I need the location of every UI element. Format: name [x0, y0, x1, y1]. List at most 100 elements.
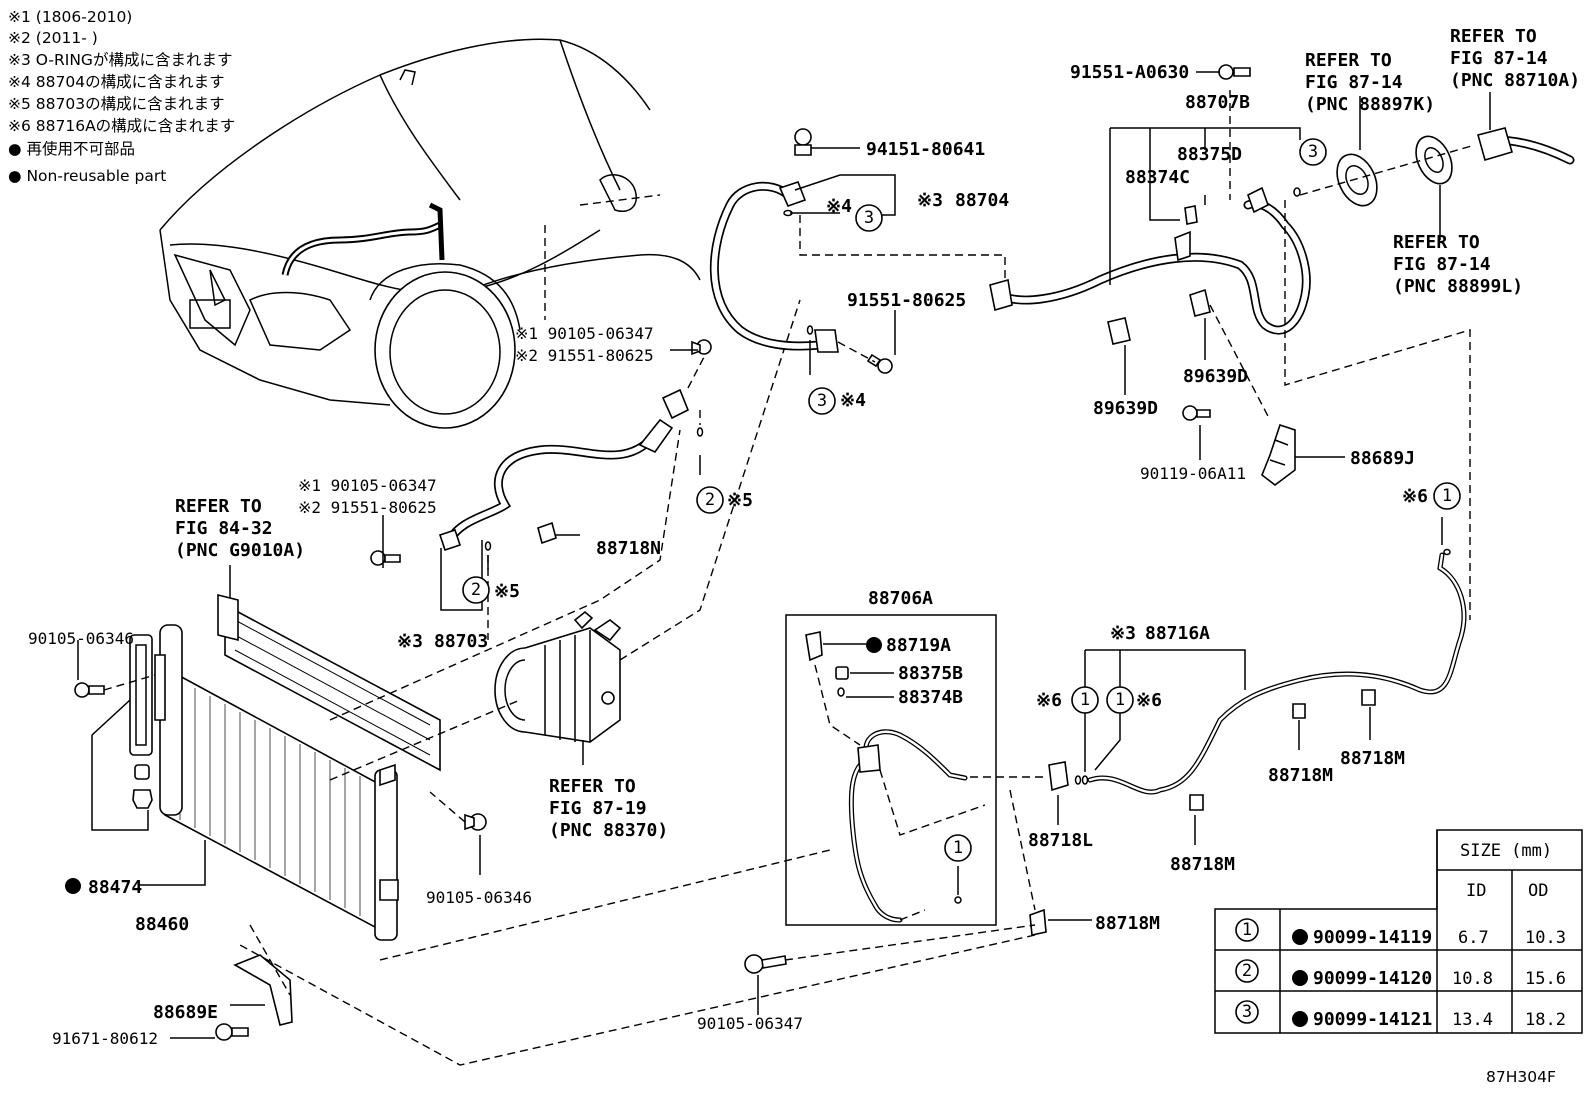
note-1: ※1 (1806-2010) — [8, 8, 132, 26]
size-row-1-id: 6.7 — [1458, 928, 1489, 948]
size-row-2-od: 15.6 — [1525, 969, 1566, 989]
svg-text:1: 1 — [953, 838, 963, 858]
label-refer-88897K-2: FIG 87-14 — [1305, 72, 1403, 93]
label-s5-a: ※5 — [727, 490, 753, 511]
label-94151-80641: 94151-80641 — [866, 139, 985, 160]
label-refer-88710A-1: REFER TO — [1450, 26, 1537, 47]
label-s2-91551-80625-b: ※2 91551-80625 — [298, 498, 437, 517]
svg-text:3: 3 — [1308, 142, 1318, 162]
label-88375D: 88375D — [1177, 144, 1242, 165]
refer-parts-upper-right — [1299, 127, 1575, 207]
part-labels: 91551-A0630 88707B 88375D 88374C REFER T… — [28, 26, 1580, 1086]
label-s5-b: ※5 — [494, 581, 520, 602]
non-reusable-dot-icon — [1292, 970, 1308, 986]
size-row-1-ref: 1 — [1242, 920, 1252, 940]
bolt-90105-06347-bottom — [744, 954, 787, 974]
non-reusable-dot-icon — [866, 637, 882, 653]
label-88718M-d: 88718M — [1095, 913, 1160, 934]
non-reusable-dot-icon — [1292, 1011, 1308, 1027]
hose-88703 — [370, 339, 712, 566]
size-row-3-part: 90099-14121 — [1313, 1009, 1432, 1030]
label-88706A: 88706A — [868, 588, 933, 609]
label-refer-88710A-2: FIG 87-14 — [1450, 48, 1548, 69]
label-88375B: 88375B — [898, 663, 963, 684]
bracket-88689J — [1261, 423, 1296, 487]
label-refer-88897K-1: REFER TO — [1305, 50, 1392, 71]
label-88703: 88703 — [434, 631, 488, 652]
label-90105-06347-c: 90105-06347 — [697, 1014, 803, 1033]
svg-text:3: 3 — [864, 208, 874, 228]
label-88718M-c: 88718M — [1170, 854, 1235, 875]
label-88704: 88704 — [955, 190, 1009, 211]
size-row-2-id: 10.8 — [1452, 969, 1493, 989]
condenser-88460 — [74, 593, 487, 1041]
label-refer-G9010A-3: (PNC G9010A) — [175, 540, 305, 561]
label-s3-88703: ※3 — [397, 631, 423, 652]
label-88718L: 88718L — [1028, 830, 1093, 851]
label-90105-06346-b: 90105-06346 — [426, 888, 532, 907]
label-refer-88370-3: (PNC 88370) — [549, 820, 668, 841]
label-refer-88370-2: FIG 87-19 — [549, 798, 647, 819]
svg-text:3: 3 — [817, 391, 827, 411]
label-91551-80625: 91551-80625 — [847, 290, 966, 311]
svg-text:1: 1 — [1115, 690, 1125, 710]
size-row-2-ref: 2 — [1242, 961, 1252, 981]
label-91671-80612: 91671-80612 — [52, 1029, 158, 1048]
label-89639D-a: 89639D — [1093, 398, 1158, 419]
label-88719A: 88719A — [886, 635, 951, 656]
size-table-col-od: OD — [1528, 881, 1548, 901]
label-88718M-a: 88718M — [1268, 765, 1333, 786]
label-s3-88716A: ※3 — [1110, 623, 1136, 644]
size-row-2-part: 90099-14120 — [1313, 968, 1432, 989]
label-88374C: 88374C — [1125, 167, 1190, 188]
svg-text:2: 2 — [705, 490, 715, 510]
label-s1-90105-06347-a: ※1 90105-06347 — [515, 324, 654, 343]
svg-text:1: 1 — [1080, 690, 1090, 710]
size-row-3-od: 18.2 — [1525, 1010, 1566, 1030]
note-7: ● 再使用不可部品 — [8, 140, 135, 158]
box-88706A — [785, 614, 997, 926]
svg-text:2: 2 — [471, 580, 481, 600]
note-5: ※5 88703の構成に含まれます — [8, 95, 225, 113]
non-reusable-dot-icon — [65, 878, 81, 894]
label-88689J: 88689J — [1350, 448, 1415, 469]
label-88718M-b: 88718M — [1340, 748, 1405, 769]
label-refer-88899L-3: (PNC 88899L) — [1393, 276, 1523, 297]
pipe-88707B — [989, 64, 1311, 421]
size-table-col-id: ID — [1466, 881, 1486, 901]
note-2: ※2 (2011- ) — [8, 29, 98, 47]
note-6: ※6 88716Aの構成に含まれます — [8, 117, 235, 135]
hose-88704 — [709, 128, 893, 374]
size-row-1-od: 10.3 — [1525, 928, 1566, 948]
pipe-88716A — [1029, 548, 1467, 936]
label-90119-06A11: 90119-06A11 — [1140, 464, 1246, 483]
o-ring-callouts: 3 3 3 2 2 1 1 1 1 — [462, 138, 1461, 862]
label-s2-91551-80625-a: ※2 91551-80625 — [515, 346, 654, 365]
label-88718N: 88718N — [596, 538, 661, 559]
bolt-90105-06346-right — [464, 813, 487, 831]
label-s4-b: ※4 — [840, 390, 866, 411]
label-s3-88704: ※3 — [917, 190, 943, 211]
note-4: ※4 88704の構成に含まれます — [8, 73, 225, 91]
label-88689E: 88689E — [153, 1002, 218, 1023]
non-reusable-dot-icon — [1292, 929, 1308, 945]
label-s6-c: ※6 — [1136, 690, 1162, 711]
compressor-88370 — [494, 610, 622, 743]
bolt-90105-06346-left — [74, 682, 105, 698]
label-refer-G9010A-2: FIG 84-32 — [175, 518, 273, 539]
note-8: ● Non-reusable part — [8, 167, 166, 185]
size-table: SIZE (mm) ID OD 1 90099-14119 6.7 10.3 2… — [1214, 829, 1583, 1034]
label-s4-a: ※4 — [826, 196, 852, 217]
label-90105-06346-a: 90105-06346 — [28, 629, 134, 648]
label-refer-88899L-2: FIG 87-14 — [1393, 254, 1491, 275]
label-refer-G9010A-1: REFER TO — [175, 496, 262, 517]
size-table-header: SIZE (mm) — [1460, 841, 1552, 861]
size-row-1-part: 90099-14119 — [1313, 927, 1432, 948]
label-s6-a: ※6 — [1402, 486, 1428, 507]
label-89639D-b: 89639D — [1183, 366, 1248, 387]
drawing-code: 87H304F — [1486, 1068, 1556, 1086]
size-row-3-id: 13.4 — [1452, 1010, 1493, 1030]
o-ring-callout-icon — [855, 204, 883, 232]
vehicle-front-sketch — [159, 38, 701, 429]
